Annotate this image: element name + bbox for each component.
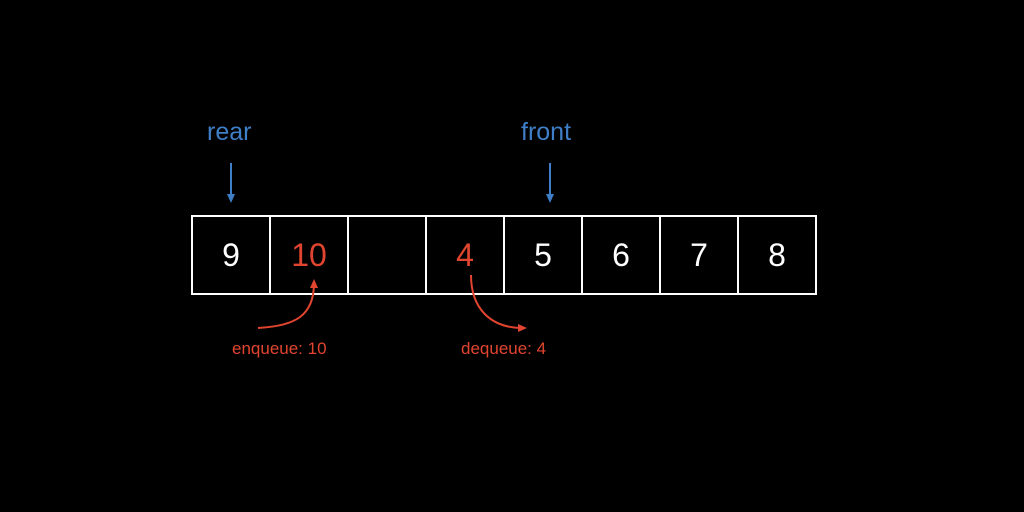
rear-pointer-label: rear bbox=[207, 118, 252, 146]
enqueue-label: enqueue: 10 bbox=[232, 339, 327, 358]
dequeue-label: dequeue: 4 bbox=[461, 339, 547, 358]
queue-cell-3: 4 bbox=[425, 215, 505, 295]
front-pointer-label: front bbox=[521, 118, 572, 146]
queue-cell-5: 6 bbox=[581, 215, 661, 295]
queue-cell-7: 8 bbox=[737, 215, 817, 295]
queue-cell-1: 10 bbox=[269, 215, 349, 295]
queue-cell-6: 7 bbox=[659, 215, 739, 295]
queue-cell-4: 5 bbox=[503, 215, 583, 295]
queue-cell-0: 9 bbox=[191, 215, 271, 295]
queue-array: 9 10 4 5 6 7 8 bbox=[191, 215, 817, 295]
queue-cell-2 bbox=[347, 215, 427, 295]
